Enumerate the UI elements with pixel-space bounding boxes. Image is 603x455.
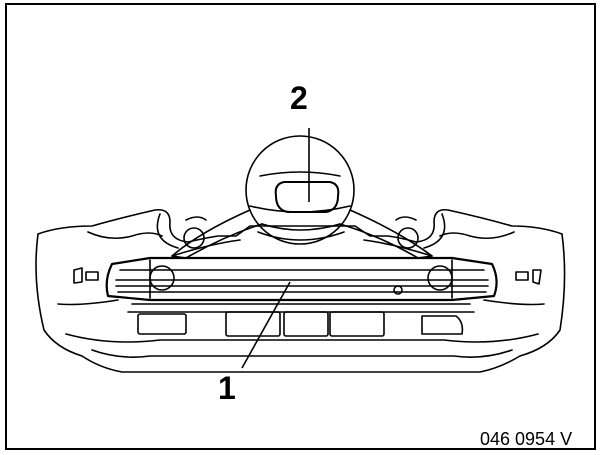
lifting-fixture-arms <box>171 209 263 259</box>
callout-1: 1 <box>218 370 236 406</box>
callout-2: 2 <box>290 80 308 116</box>
lifting-fixture-hub <box>245 135 355 245</box>
figure-code: 046 0954 V <box>480 429 573 449</box>
lower-grille-opening <box>137 313 187 335</box>
bumper-carrier <box>105 256 498 302</box>
callout-1-leader <box>241 281 291 369</box>
lifting-fixture-handle <box>274 181 340 213</box>
bumper-cover <box>35 208 566 373</box>
